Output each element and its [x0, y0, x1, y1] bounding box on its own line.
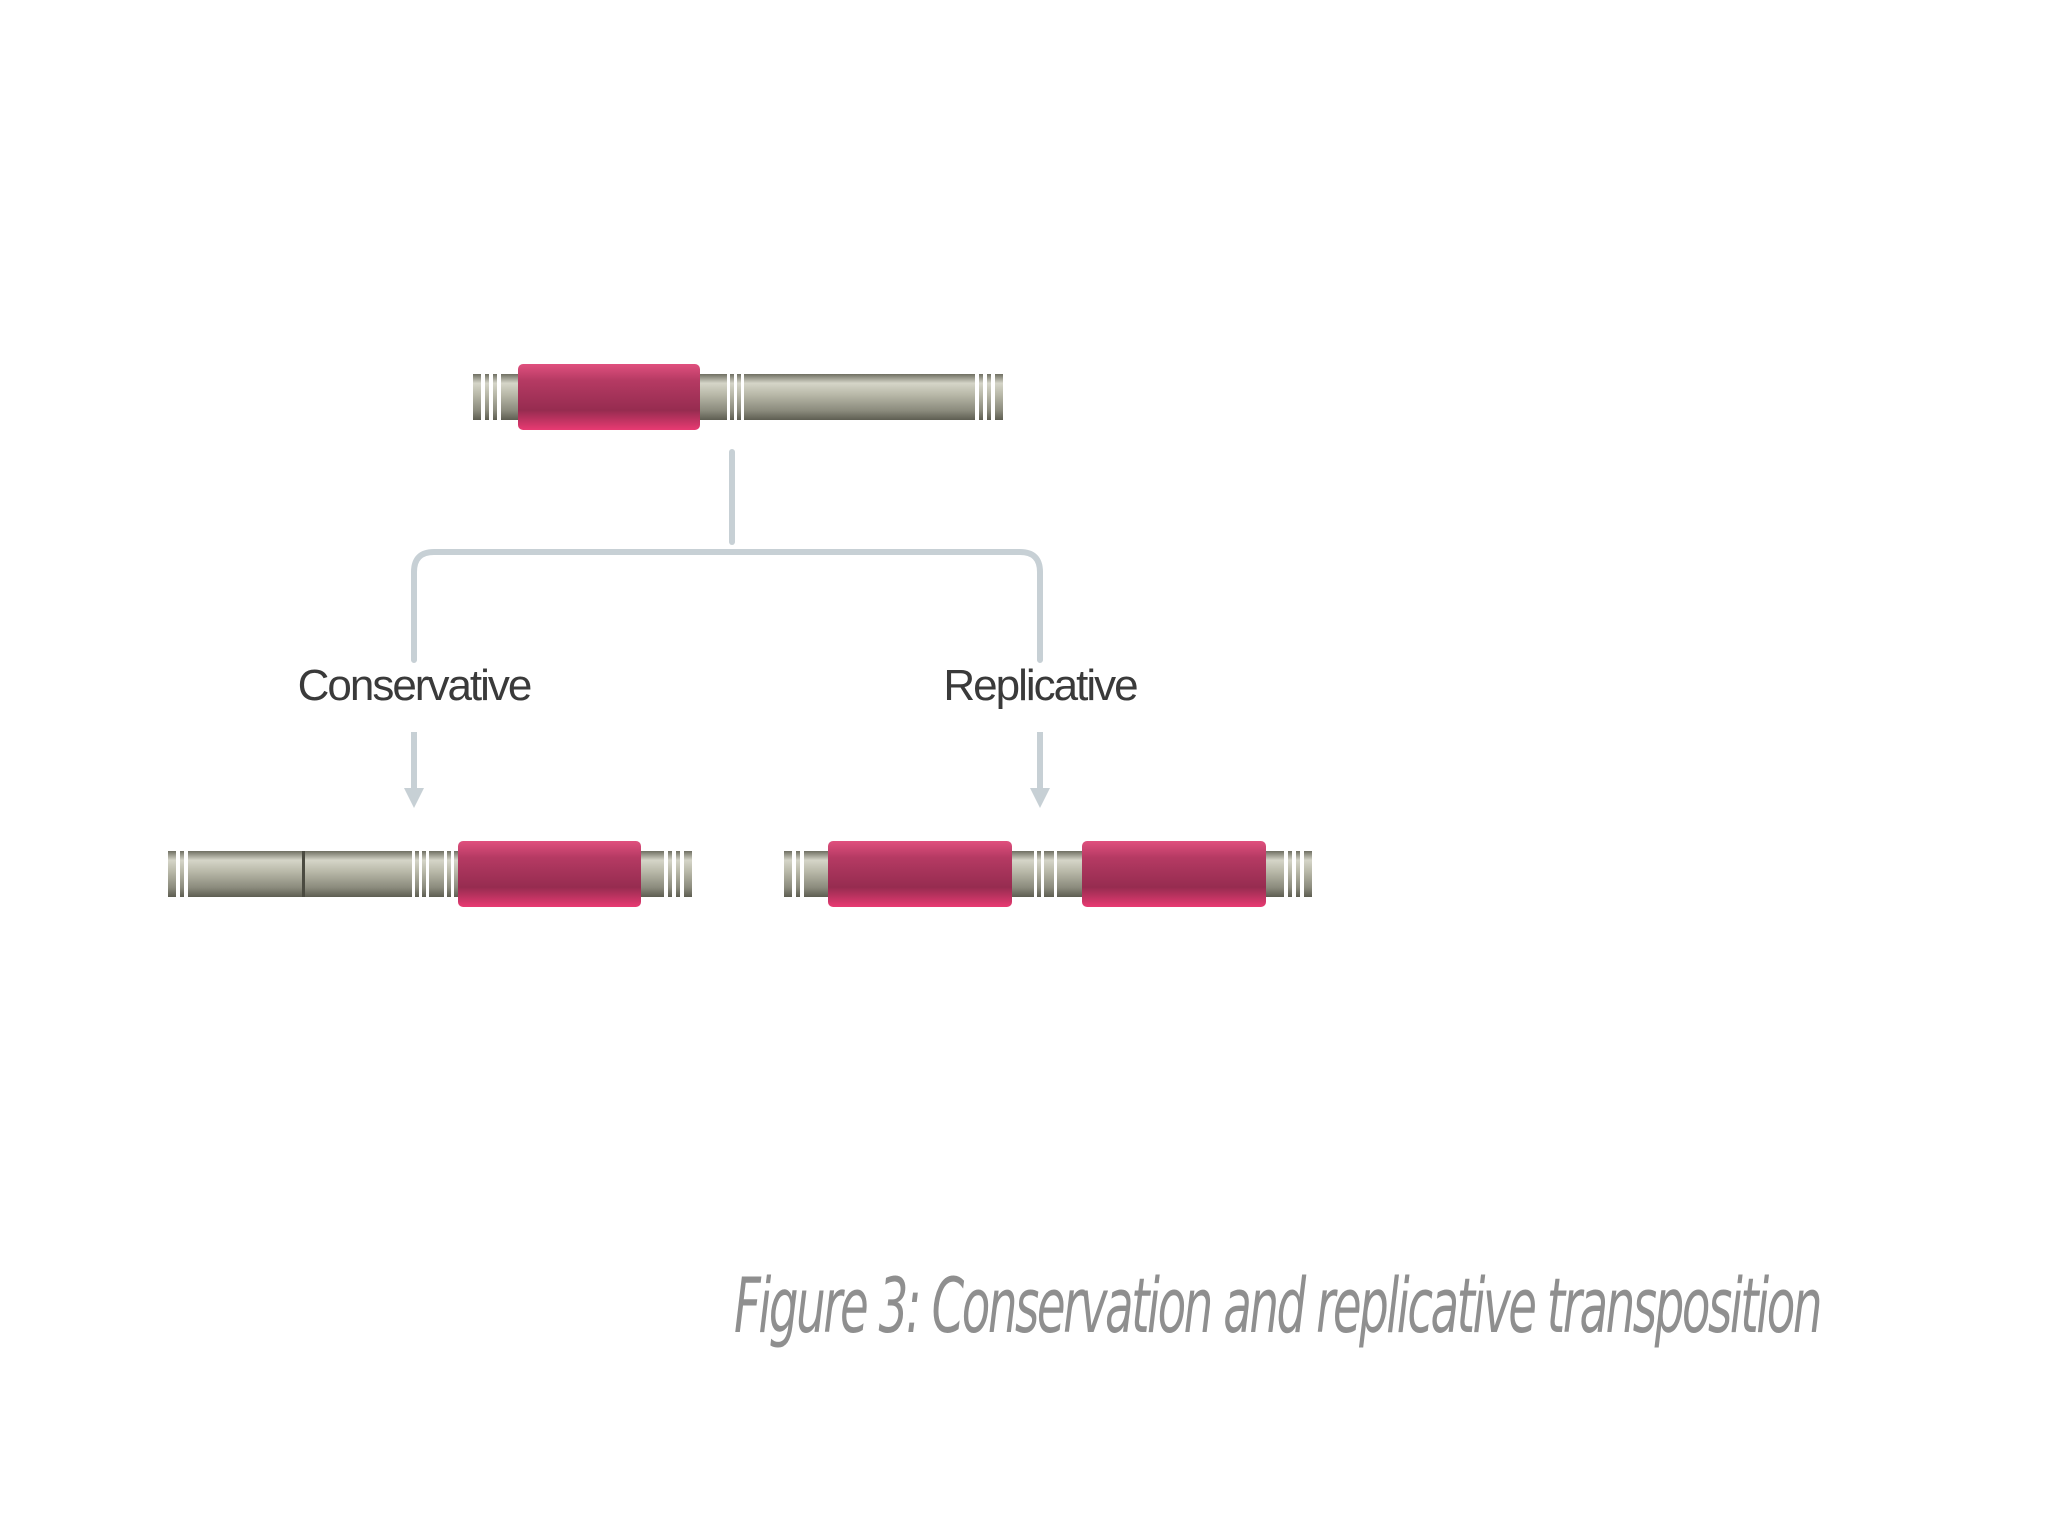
transposon-segment: [518, 364, 700, 430]
end-stripes: [176, 851, 684, 897]
figure-caption: Figure 3: Conservation and replicative t…: [734, 1261, 1820, 1350]
end-stripes: [792, 851, 1304, 897]
transposon-segment-2: [1082, 841, 1266, 907]
replicative-label: Replicative: [943, 661, 1137, 710]
replicative-product-dna: [784, 841, 1312, 907]
transposon-segment: [458, 841, 641, 907]
end-stripes: [481, 374, 995, 420]
replicative-arrow: [1030, 732, 1050, 808]
conservative-product-dna: [168, 841, 692, 907]
conservative-arrow: [404, 732, 424, 808]
donor-dna-molecule: [473, 364, 1003, 430]
transposon-segment-1: [828, 841, 1012, 907]
conservative-label: Conservative: [298, 661, 531, 710]
branch-connector: [411, 449, 1043, 663]
